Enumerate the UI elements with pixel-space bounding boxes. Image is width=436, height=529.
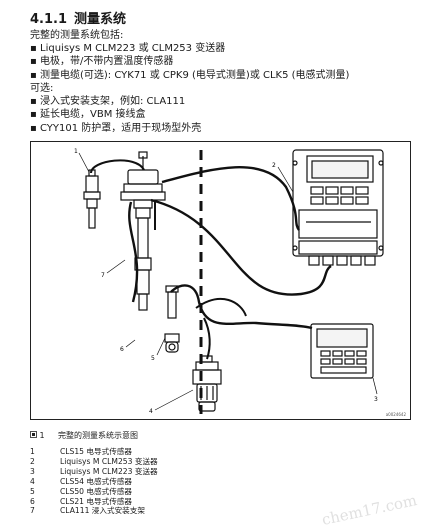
callout-7: 7 xyxy=(101,272,105,279)
leader-6 xyxy=(125,339,136,348)
bullet-mark: ▪ xyxy=(30,96,37,108)
callout-6: 6 xyxy=(120,346,124,353)
sensor-1-cable xyxy=(90,159,145,174)
holder-cable xyxy=(128,201,139,303)
callout-5: 5 xyxy=(151,355,155,362)
intro-text: 完整的测量系统包括: xyxy=(30,30,124,41)
sensor-4 xyxy=(192,355,222,412)
bullet-mark: ▪ xyxy=(30,56,37,68)
bullet-mark: ▪ xyxy=(30,109,37,121)
callout-3: 3 xyxy=(374,396,378,403)
intro-block: 完整的测量系统包括: ▪Liquisys M CLM223 或 CLM253 变… xyxy=(30,29,349,82)
intro-bullet: ▪测量电缆(可选): CYK71 或 CPK9 (电导式测量)或 CLK5 (电… xyxy=(30,69,350,81)
optional-bullet: ▪浸入式安装支架，例如: CLA111 xyxy=(30,96,186,108)
system-diagram: 1 2 3 4 5 6 7 xyxy=(74,148,384,415)
sensor-4-cable xyxy=(203,317,211,360)
cable-lower-to-transmitter-2 xyxy=(150,198,332,296)
section-heading: 4.1.1 测量系统 xyxy=(30,8,126,27)
sensor-5-cable xyxy=(195,297,247,317)
callout-2: 2 xyxy=(272,162,276,169)
sensor-1 xyxy=(83,169,101,229)
optional-bullet: ▪CYY101 防护罩，适用于现场型外壳 xyxy=(30,122,202,134)
caption-number: 1 xyxy=(39,431,45,440)
leader-7 xyxy=(106,259,126,274)
optional-block: 可选: ▪浸入式安装支架，例如: CLA111 ▪延长电缆，VBM 接线盒 ▪C… xyxy=(30,82,201,135)
sensor-5 xyxy=(164,285,180,353)
caption-text: 完整的测量系统示意图 xyxy=(58,431,138,440)
leader-3 xyxy=(372,377,378,395)
watermark: chem17.com xyxy=(320,491,419,529)
measuring-system-figure: 1 2 3 4 5 6 7 a0024642 xyxy=(30,141,411,420)
leader-5 xyxy=(156,337,166,356)
section-number: 4.1.1 xyxy=(30,12,68,27)
bullet-mark: ▪ xyxy=(30,43,37,55)
figure-icon: 1 xyxy=(30,431,58,440)
bullet-mark: ▪ xyxy=(30,69,37,81)
figure-id-code: a0024642 xyxy=(385,412,406,417)
immersion-holder-7 xyxy=(120,151,166,311)
optional-text: 可选: xyxy=(30,83,54,94)
optional-bullet: ▪延长电缆，VBM 接线盒 xyxy=(30,109,146,121)
leader-2 xyxy=(277,166,294,193)
section-title: 测量系统 xyxy=(74,12,127,27)
cable-to-transmitter-3 xyxy=(170,284,313,330)
leader-1 xyxy=(78,152,90,173)
transmitter-2 xyxy=(292,149,384,266)
bullet-mark: ▪ xyxy=(30,122,37,134)
cable-to-transmitter-2 xyxy=(161,166,301,231)
transmitter-3 xyxy=(310,323,374,379)
leader-4 xyxy=(154,389,194,411)
callout-4: 4 xyxy=(149,408,153,415)
figure-caption: 1 完整的测量系统示意图 xyxy=(30,430,138,441)
intro-bullet: ▪电极，带/不带内置温度传感器 xyxy=(30,56,174,68)
intro-bullet: ▪Liquisys M CLM223 或 CLM253 变送器 xyxy=(30,43,226,55)
callout-1: 1 xyxy=(74,148,78,155)
